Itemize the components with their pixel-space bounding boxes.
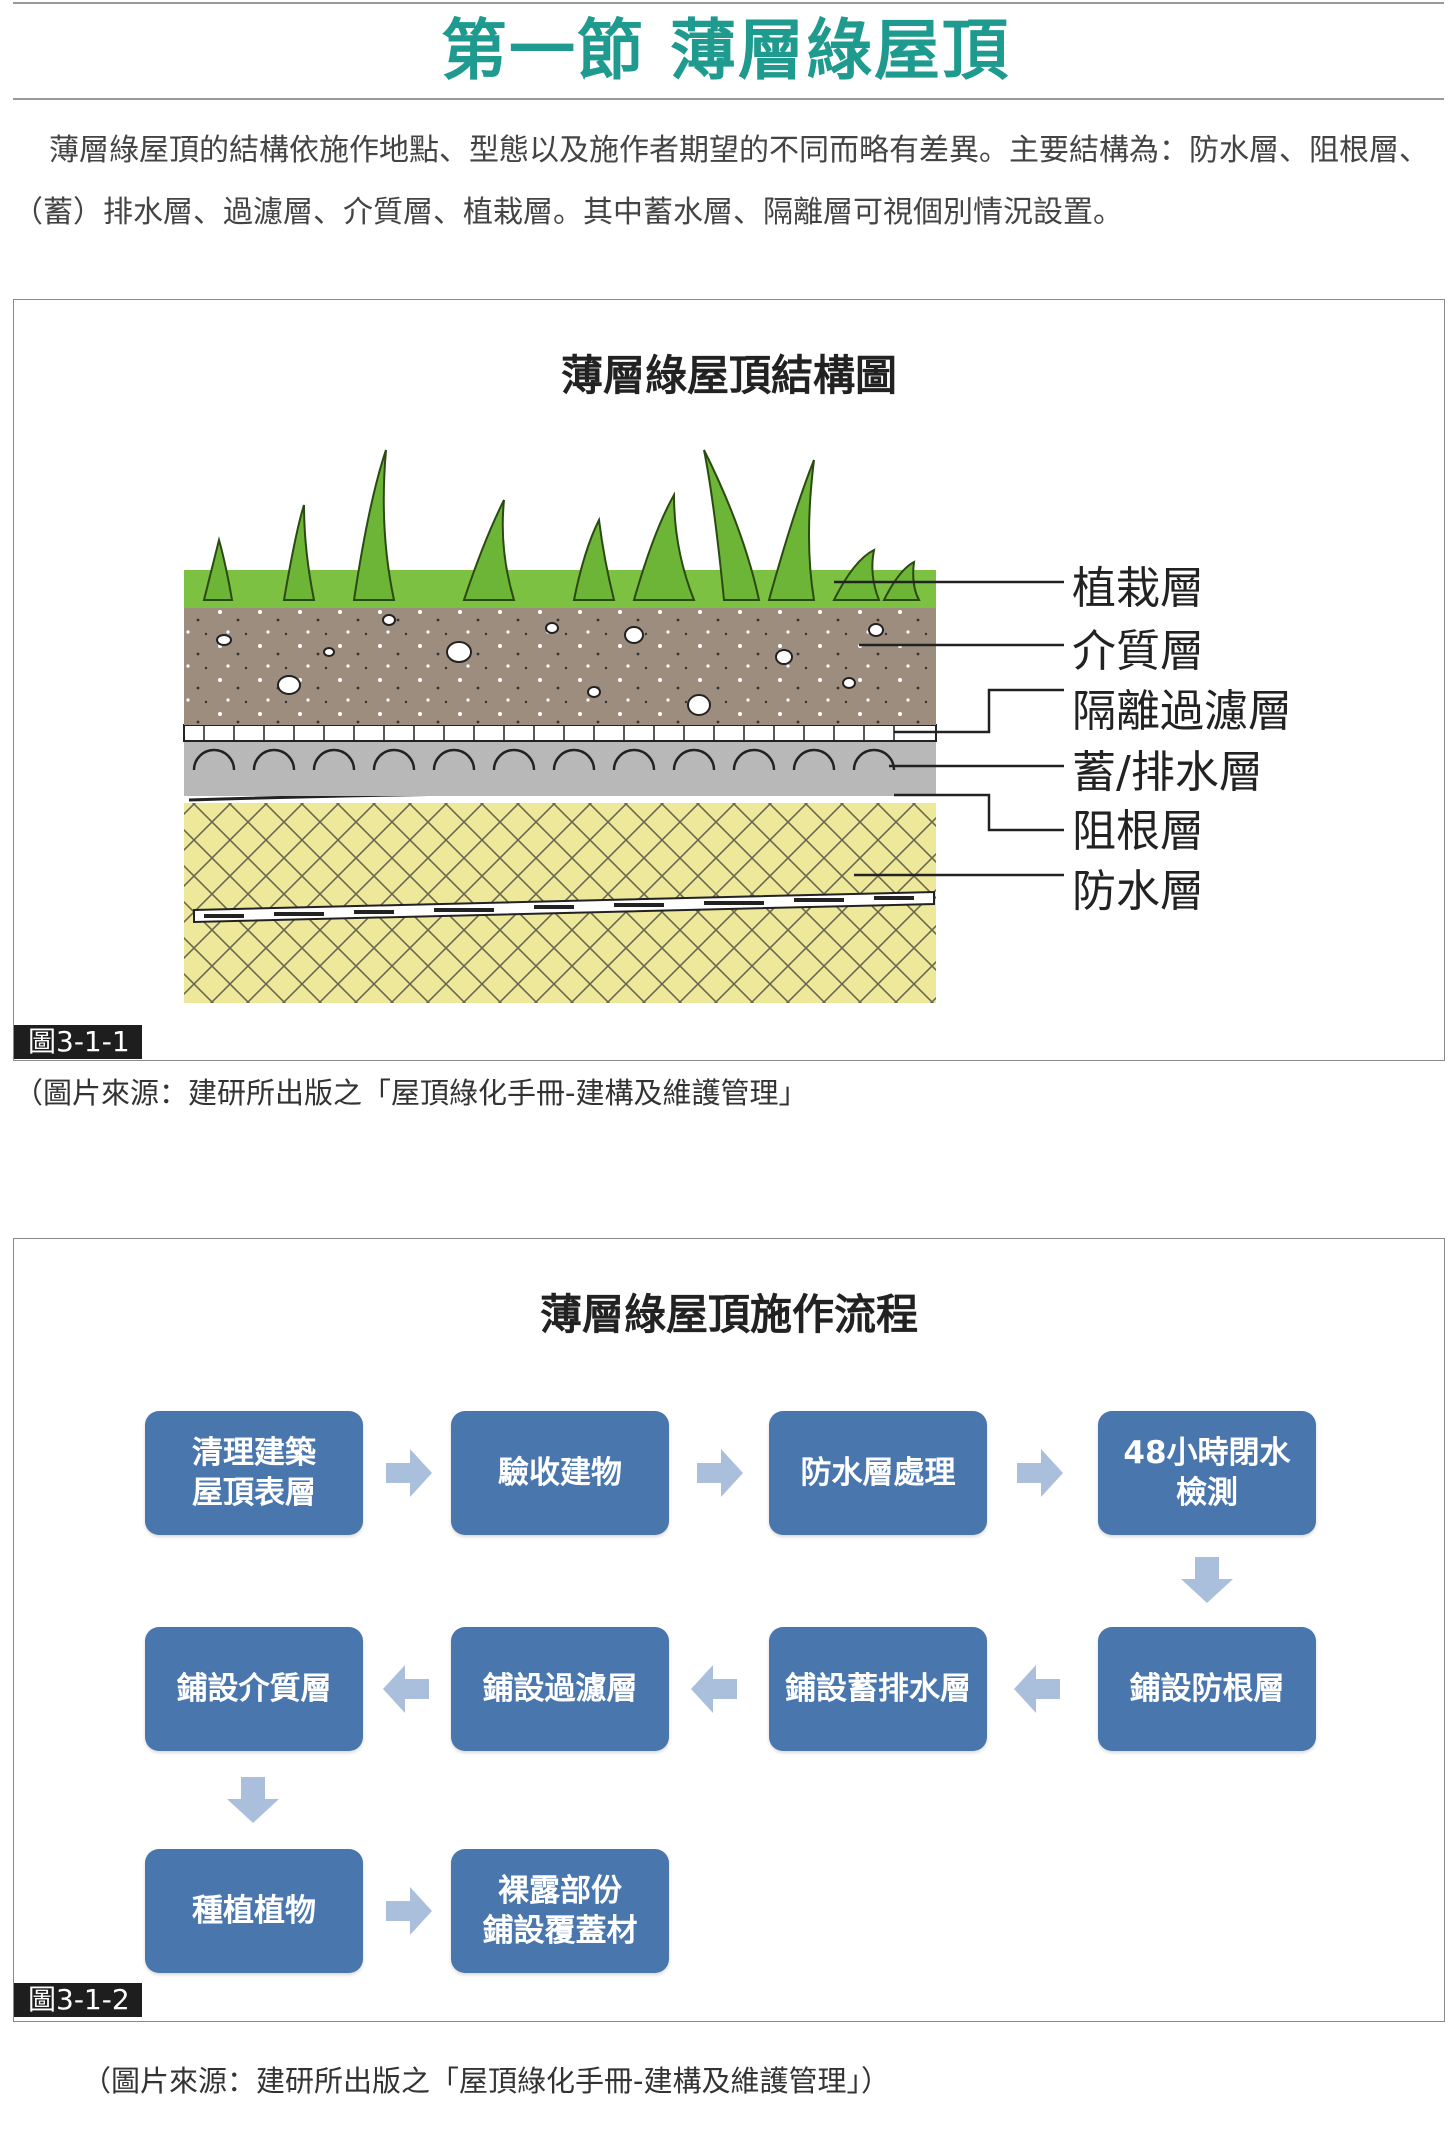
- step-cover-material: 裸露部份 鋪設覆蓋材: [451, 1849, 669, 1973]
- arrow-left-icon: [383, 1665, 429, 1713]
- label-root-barrier-layer: 阻根層: [1072, 806, 1204, 857]
- process-figure-title: 薄層綠屋頂施作流程: [539, 1290, 918, 1339]
- page-title: 第一節 薄層綠屋頂: [441, 12, 1010, 89]
- arrow-right-icon: [697, 1449, 743, 1497]
- step-planting: 種植植物: [145, 1849, 363, 1973]
- step-root-barrier: 鋪設防根層: [1098, 1627, 1316, 1751]
- label-waterproof-layer: 防水層: [1072, 866, 1204, 917]
- step-drainage: 鋪設蓄排水層: [769, 1627, 987, 1751]
- process-figure: 薄層綠屋頂施作流程 清理建築 屋頂表層 驗收建物 防水層處理 48小時閉水 檢測…: [13, 1238, 1445, 2022]
- drainage-layer: [184, 740, 936, 796]
- arrow-right-icon: [1017, 1449, 1063, 1497]
- intro-paragraph: 薄層綠屋頂的結構依施作地點、型態以及施作者期望的不同而略有差異。主要結構為：防水…: [13, 133, 1429, 230]
- step-filter: 鋪設過濾層: [451, 1627, 669, 1751]
- arrow-right-icon: [386, 1887, 432, 1935]
- figure2-source: （圖片來源：建研所出版之「屋頂綠化手冊-建構及維護管理」）: [82, 2064, 890, 2098]
- step-clean-roof: 清理建築 屋頂表層: [145, 1411, 363, 1535]
- step-waterproofing: 防水層處理: [769, 1411, 987, 1535]
- arrow-down-icon: [227, 1777, 279, 1823]
- figure-tag: 圖3-1-2: [14, 1983, 142, 2017]
- structure-figure-title: 薄層綠屋頂結構圖: [560, 351, 897, 400]
- label-filter-layer: 隔離過濾層: [1072, 686, 1292, 737]
- step-water-test: 48小時閉水 檢測: [1098, 1411, 1316, 1535]
- arrow-left-icon: [1014, 1665, 1060, 1713]
- title-rule: [13, 98, 1444, 100]
- step-inspect-building: 驗收建物: [451, 1411, 669, 1535]
- figure-tag: 圖3-1-1: [14, 1025, 142, 1059]
- label-substrate-layer: 介質層: [1072, 626, 1204, 677]
- arrow-right-icon: [386, 1449, 432, 1497]
- filter-layer: [183, 724, 937, 742]
- figure1-source: （圖片來源：建研所出版之「屋頂綠化手冊-建構及維護管理」: [14, 1076, 808, 1110]
- label-drainage-layer: 蓄/排水層: [1072, 747, 1263, 798]
- green-roof-cross-section: [183, 449, 1064, 1003]
- top-rule: [13, 2, 1444, 4]
- label-planting-layer: 植栽層: [1072, 563, 1204, 614]
- arrow-down-icon: [1181, 1557, 1233, 1603]
- step-substrate: 鋪設介質層: [145, 1627, 363, 1751]
- structure-figure: 薄層綠屋頂結構圖: [13, 299, 1445, 1061]
- arrow-left-icon: [691, 1665, 737, 1713]
